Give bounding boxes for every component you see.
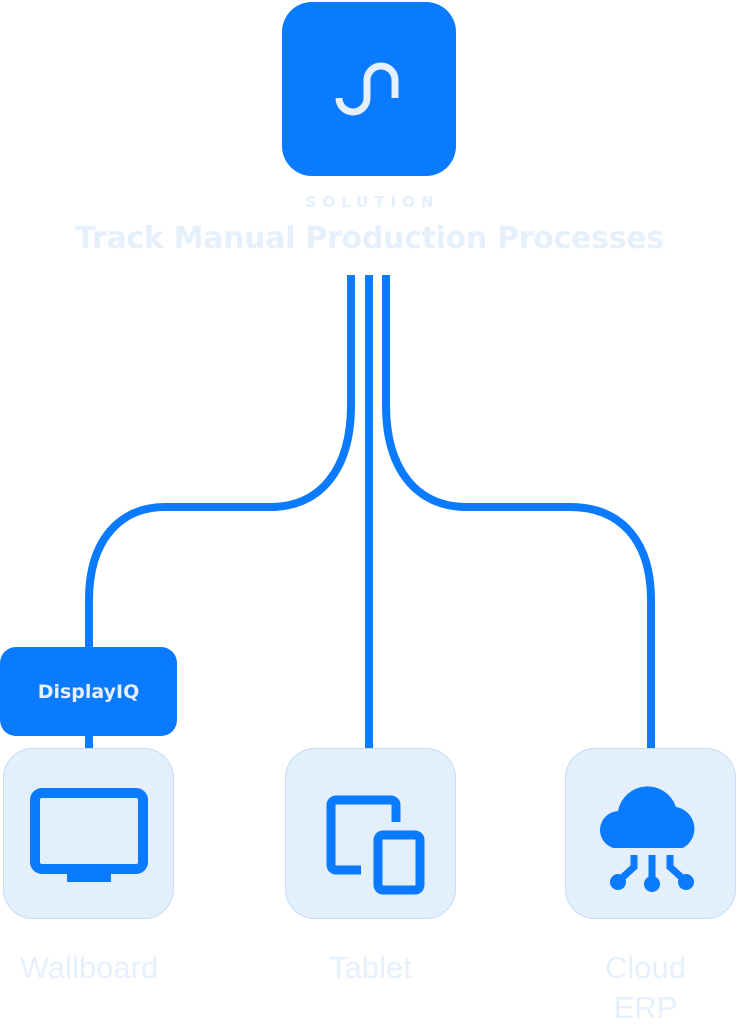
monitor-icon: [30, 788, 148, 882]
section-title: Track Manual Production Processes: [75, 221, 664, 256]
s-curve-logo-icon: [335, 62, 399, 116]
label-cloud-erp-line2: ERP: [613, 990, 678, 1025]
section-eyebrow: SOLUTION: [305, 193, 440, 211]
label-cloud-erp: Cloud ERP: [560, 948, 731, 1028]
label-tablet: Tablet: [329, 950, 412, 985]
card-cloud-erp: [565, 748, 736, 919]
solution-hub-icon: [282, 2, 456, 176]
card-wallboard: [3, 748, 174, 919]
tablet-devices-icon: [326, 795, 425, 895]
label-cloud-erp-line1: Cloud: [605, 950, 686, 985]
displayiq-tag: DisplayIQ: [0, 647, 177, 736]
card-tablet: [285, 748, 456, 919]
connector-cloud-erp: [382, 275, 655, 750]
cloud-network-icon: [600, 786, 695, 892]
connector-wallboard: [85, 275, 355, 750]
displayiq-label: DisplayIQ: [37, 680, 140, 703]
label-wallboard: Wallboard: [19, 950, 159, 985]
